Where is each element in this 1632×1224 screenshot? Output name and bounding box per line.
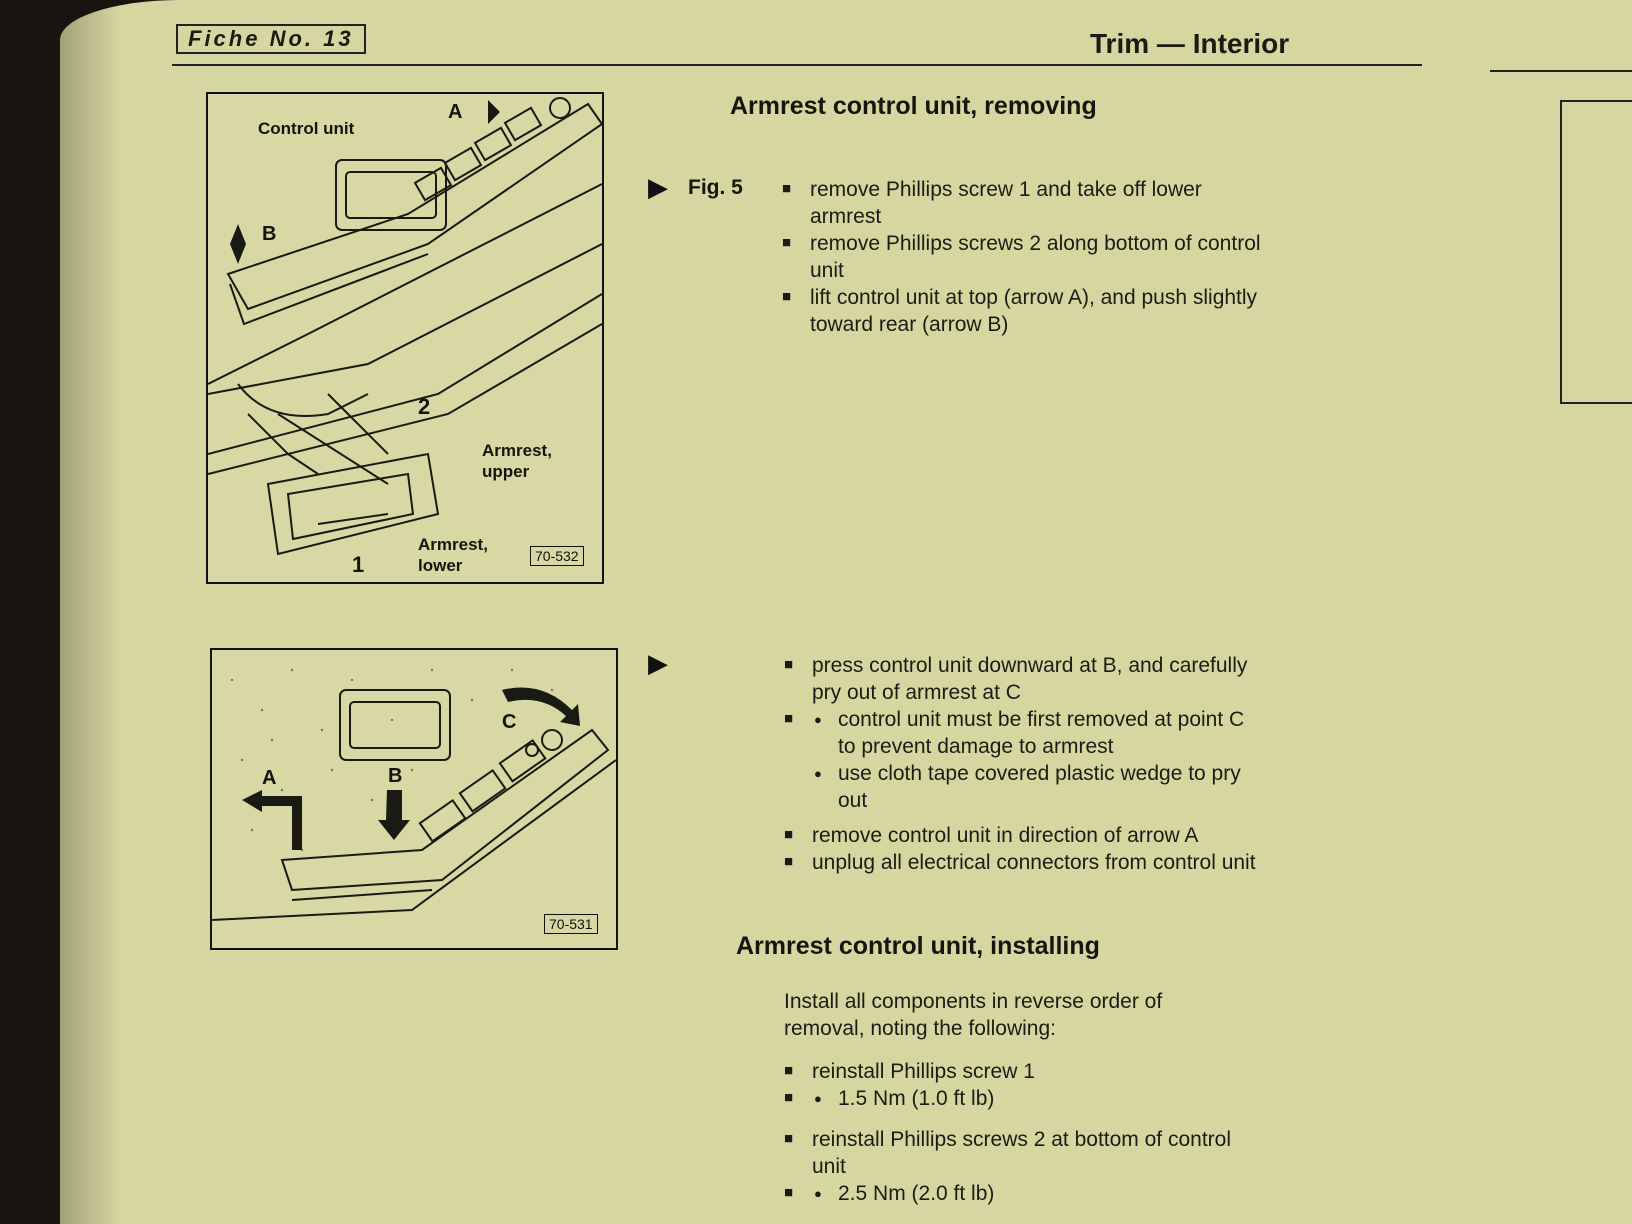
label-armrest-upper: Armrest, upper bbox=[482, 441, 552, 481]
sub-list-wrapper: control unit must be first removed at po… bbox=[784, 705, 1264, 814]
sub-point: use cloth tape covered plastic wedge to … bbox=[812, 760, 1264, 814]
installing-steps: reinstall Phillips screw 1 1.5 Nm (1.0 f… bbox=[784, 1057, 1264, 1207]
figure-70-532: Control unit A B 2 Armrest, upper Armres… bbox=[206, 92, 604, 584]
sub-list-wrapper: 1.5 Nm (1.0 ft lb) bbox=[784, 1084, 1264, 1112]
step-item: unplug all electrical connectors from co… bbox=[784, 848, 1264, 876]
step-item: lift control unit at top (arrow A), and … bbox=[782, 283, 1262, 338]
label-screw-2: 2 bbox=[418, 394, 431, 419]
figure-number: 70-532 bbox=[530, 546, 584, 566]
step-item: reinstall Phillips screw 1 bbox=[784, 1057, 1264, 1085]
adjacent-page-rule bbox=[1490, 70, 1632, 72]
label-arrow-b: B bbox=[262, 223, 277, 245]
installing-intro: Install all components in reverse order … bbox=[784, 990, 1163, 1040]
torque-value: 2.5 Nm (2.0 ft lb) bbox=[812, 1180, 1264, 1207]
figure-pointer-2: ▶ bbox=[648, 648, 668, 678]
figure-number: 70-531 bbox=[544, 914, 598, 934]
header-rule bbox=[172, 64, 1422, 66]
figure-pointer-1: ▶ bbox=[648, 172, 668, 202]
sub-points: control unit must be first removed at po… bbox=[812, 706, 1264, 814]
manual-page: Fiche No. 13 Trim — Interior bbox=[60, 0, 1632, 1224]
label-control-unit: Control unit bbox=[258, 119, 355, 138]
label-b: B bbox=[388, 765, 403, 787]
label-arrow-a: A bbox=[448, 101, 463, 123]
figure-70-531: A B C 70-531 bbox=[210, 648, 618, 950]
label-screw-1: 1 bbox=[352, 552, 365, 577]
sub-point: control unit must be first removed at po… bbox=[812, 706, 1264, 760]
step-item: remove Phillips screw 1 and take off low… bbox=[782, 175, 1262, 230]
fiche-number: Fiche No. 13 bbox=[176, 24, 366, 54]
step-item: press control unit downward at B, and ca… bbox=[784, 651, 1264, 706]
step-item: remove control unit in direction of arro… bbox=[784, 821, 1264, 849]
figure-reference: Fig. 5 bbox=[688, 176, 743, 199]
armrest-removal-illustration bbox=[212, 668, 616, 921]
removal-steps-2: press control unit downward at B, and ca… bbox=[784, 651, 1264, 876]
step-item: remove Phillips screws 2 along bottom of… bbox=[782, 229, 1262, 284]
armrest-exploded-illustration bbox=[208, 97, 602, 556]
installing-title: Armrest control unit, installing bbox=[736, 932, 1100, 960]
section-title: Trim — Interior bbox=[1090, 28, 1290, 59]
label-armrest-lower: Armrest, lower bbox=[418, 535, 488, 575]
label-a: A bbox=[262, 767, 277, 789]
step-item: reinstall Phillips screws 2 at bottom of… bbox=[784, 1125, 1264, 1180]
sub-list-wrapper: 2.5 Nm (2.0 ft lb) bbox=[784, 1179, 1264, 1207]
removal-steps-1: remove Phillips screw 1 and take off low… bbox=[782, 175, 1262, 338]
torque-value: 1.5 Nm (1.0 ft lb) bbox=[812, 1085, 1264, 1112]
removing-title: Armrest control unit, removing bbox=[730, 92, 1097, 120]
adjacent-page-figure bbox=[1560, 100, 1632, 404]
label-c: C bbox=[502, 711, 517, 733]
